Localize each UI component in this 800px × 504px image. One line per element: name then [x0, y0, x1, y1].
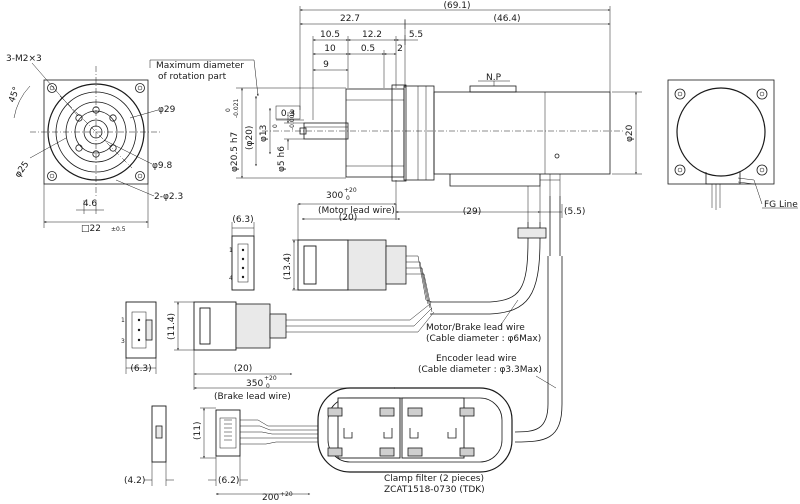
brake-lead-length: 350 [246, 379, 263, 389]
brake-lead-pin3: 3 [121, 338, 125, 345]
front-pcd-25: φ25 [13, 160, 31, 180]
encoder-lead-conn-w2: (6.2) [218, 476, 239, 486]
motor-lead-label: (Motor lead wire) [318, 206, 395, 216]
front-angle: 45° [7, 86, 22, 104]
top-dimensions: (69.1) 22.7 (46.4) 10.5 12.2 5.5 10 0.5 … [299, 1, 611, 120]
brake-lead-tol-lower: 0 [266, 383, 270, 390]
rear-fg-line: FG Line [764, 200, 798, 210]
side-max-dia-2: of rotation part [158, 72, 227, 82]
filter-line2: ZCAT1518-0730 (TDK) [384, 485, 485, 495]
side-pilot-tol-upper: 0 [225, 108, 232, 112]
brake-lead-pin1: 1 [121, 317, 125, 324]
brake-lead-conn-h: (11.4) [167, 313, 177, 340]
motor-lead-tol-lower: 0 [346, 195, 350, 202]
side-np: N.P [486, 73, 502, 83]
motor-lead-conn-h: (13.4) [283, 253, 293, 280]
brake-lead-conn-w: (6.3) [130, 364, 151, 374]
rear-view: FG Line [667, 79, 798, 210]
cables [430, 196, 563, 443]
motor-lead-conn-len: (20) [339, 213, 357, 223]
motor-lead-length: 300 [326, 191, 343, 201]
encoder-lead-tol: +20 [280, 491, 293, 498]
filter-line1: Clamp filter (2 pieces) [384, 474, 484, 484]
dim-10: 10 [324, 44, 336, 54]
dim-10-5: 10.5 [320, 30, 340, 40]
clamp-filter: Clamp filter (2 pieces) ZCAT1518-0730 (T… [317, 387, 513, 495]
side-d-5-5b: (5.5) [564, 207, 585, 217]
brake-lead-tol-upper: +20 [264, 375, 277, 382]
dim-overall: (69.1) [443, 1, 470, 11]
brake-lead-label: (Brake lead wire) [214, 392, 291, 402]
dim-12-2: 12.2 [362, 30, 382, 40]
side-shaft-dia: φ5 h6 [277, 146, 287, 172]
motor-lead: 300 +20 0 (Motor lead wire) (20) (13.4) … [229, 187, 541, 344]
side-max-dia-1: Maximum diameter [156, 61, 244, 71]
motor-lead-cable-dia: (Cable diameter : φ6Max) [426, 334, 541, 344]
front-view: □22 ±0.5 4.6 3-M2×3 45° φ29 φ25 φ9.8 2-φ… [6, 54, 183, 234]
dim-2: 2 [397, 44, 403, 54]
dim-46-4: (46.4) [493, 14, 520, 24]
encoder-lead: Encoder lead wire (Cable diameter : φ3.3… [124, 354, 542, 503]
front-screws: 3-M2×3 [6, 54, 42, 64]
motor-lead-pin1: 1 [229, 247, 233, 254]
dim-0-5: 0.5 [361, 44, 375, 54]
encoder-lead-label: Encoder lead wire [436, 354, 517, 364]
brake-lead: 1 3 (6.3) (11.4) (20) 350 +20 0 (Brake l… [121, 301, 435, 402]
side-d-29: (29) [463, 207, 481, 217]
motor-lead-tol-upper: +20 [344, 187, 357, 194]
front-pcd-29: φ29 [158, 105, 176, 115]
front-offset: 4.6 [83, 199, 98, 209]
encoder-lead-conn-h: (11) [193, 422, 203, 440]
side-shaft-tol-upper: 0 [272, 124, 279, 128]
motor-lead-cable-label: Motor/Brake lead wire [426, 323, 525, 333]
encoder-lead-conn-w1: (4.2) [124, 476, 145, 486]
motor-lead-pin4: 4 [229, 275, 233, 282]
front-holes: 2-φ2.3 [154, 192, 183, 202]
encoder-lead-length: 200 [262, 493, 279, 503]
dim-22-7: 22.7 [340, 14, 360, 24]
front-dia-9-8: φ9.8 [152, 161, 173, 171]
side-view: N.P Maximum diameter of rotation part φ2… [149, 59, 642, 222]
side-flat: 0.3 [281, 109, 295, 119]
side-dia-13: φ13 [259, 125, 269, 142]
side-pilot-tol-lower: -0.021 [233, 98, 240, 118]
front-square-tol: ±0.5 [111, 226, 126, 233]
motor-lead-conn-w: (6.3) [232, 215, 253, 225]
brake-lead-conn-len: (20) [234, 364, 252, 374]
side-dia-20-paren: (φ20) [245, 126, 255, 150]
front-square: □22 [81, 224, 101, 234]
dim-5-5: 5.5 [409, 30, 423, 40]
side-pilot-dia: φ20.5 h7 [230, 132, 240, 172]
encoder-lead-cable-dia: (Cable diameter : φ3.3Max) [418, 365, 542, 375]
side-body-dia: φ20 [625, 124, 635, 142]
dim-9: 9 [323, 60, 329, 70]
